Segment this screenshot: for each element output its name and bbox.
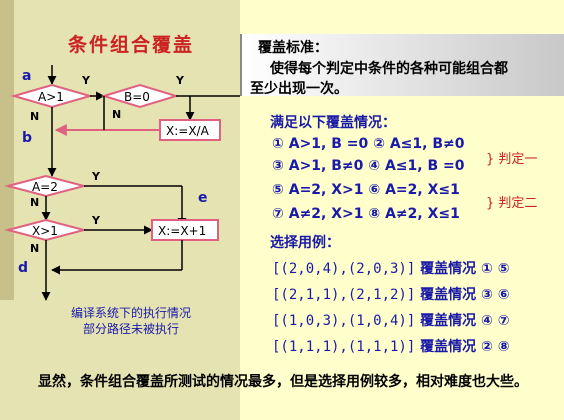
conditions-heading: 满足以下覆盖情况： (270, 115, 396, 131)
brace-decision-1: } 判定一 (486, 152, 538, 167)
cond3-text: A=2 (32, 180, 58, 194)
brace-decision-2: } 判定二 (486, 196, 538, 211)
left-panel (0, 0, 240, 420)
left-strip (0, 0, 14, 300)
case-label: 覆盖情况 (420, 313, 477, 329)
cond1-text: A>1 (38, 90, 64, 104)
case-data: [(1,0,3),(1,0,4)] (272, 313, 416, 329)
label-d: d (18, 260, 28, 276)
yes-label-4: Y (91, 214, 101, 227)
action2-text: X:=X+1 (158, 224, 206, 238)
header-line2: 使得每个判定中条件的各种可能组合都 (270, 61, 508, 77)
note-line1: 编译系统下的执行情况 (70, 306, 191, 320)
condition-row-3: ⑤ A=2, X>1 ⑥ A=2, X≤1 (272, 182, 460, 198)
action1-text: X:=X/A (166, 124, 210, 138)
no-label-3: N (30, 196, 39, 209)
label-a: a (22, 68, 31, 84)
cond2-text: B=0 (124, 90, 150, 104)
cond4-text: X>1 (32, 224, 58, 238)
yes-label-2: Y (175, 74, 185, 87)
case-data: [(1,1,1),(1,1,1)] (272, 339, 416, 355)
case-label: 覆盖情况 (420, 261, 477, 277)
action-x-plus-1 (151, 219, 219, 241)
case-nums: ③ ⑥ (481, 287, 510, 303)
header-line3: 至少出现一次。 (250, 81, 348, 97)
case-label: 覆盖情况 (420, 287, 477, 303)
no-label-2: N (112, 108, 121, 121)
conclusion-text: 显然，条件组合覆盖所测试的情况最多，但是选择用例较多，相对难度也大些。 (38, 374, 528, 390)
case-nums: ④ ⑦ (481, 313, 510, 329)
case-data: [(2,1,1),(2,1,2)] (272, 287, 416, 303)
slide-title: 条件组合覆盖 (68, 34, 195, 56)
flowchart: a A>1 Y B=0 Y N X:=X/A N b A=2 Y e N X>1… (4, 65, 240, 301)
case-data: [(2,0,4),(2,0,3)] (272, 261, 416, 277)
cases-heading: 选择用例： (270, 235, 340, 251)
note-line2: 部分路径未被执行 (82, 322, 179, 336)
yes-label-3: Y (91, 170, 101, 183)
case-row: [(1,0,3),(1,0,4)] 覆盖情况 ④ ⑦ (272, 310, 510, 330)
condition-row-2: ③ A>1, B≠0 ④ A≤1, B =0 (272, 158, 465, 174)
condition-row-4: ⑦ A≠2, X>1 ⑧ A≠2, X≤1 (272, 206, 460, 222)
header-box: 覆盖标准： 使得每个判定中条件的各种可能组合都 至少出现一次。 (240, 34, 564, 97)
case-label: 覆盖情况 (420, 339, 477, 355)
condition-row-1: ① A>1, B =0 ② A≤1, B≠0 (272, 136, 465, 152)
label-b: b (22, 130, 32, 146)
case-nums: ① ⑤ (481, 261, 510, 277)
case-nums: ② ⑧ (481, 339, 510, 355)
case-row: [(2,1,1),(2,1,2)] 覆盖情况 ③ ⑥ (272, 284, 510, 304)
case-row: [(1,1,1),(1,1,1)] 覆盖情况 ② ⑧ (272, 336, 510, 356)
no-label-4: N (30, 242, 39, 255)
no-label-1: N (30, 110, 39, 123)
label-e: e (198, 190, 208, 206)
yes-label-1: Y (81, 74, 91, 87)
header-line1: 覆盖标准： (258, 40, 328, 56)
case-row: [(2,0,4),(2,0,3)] 覆盖情况 ① ⑤ (272, 258, 510, 278)
